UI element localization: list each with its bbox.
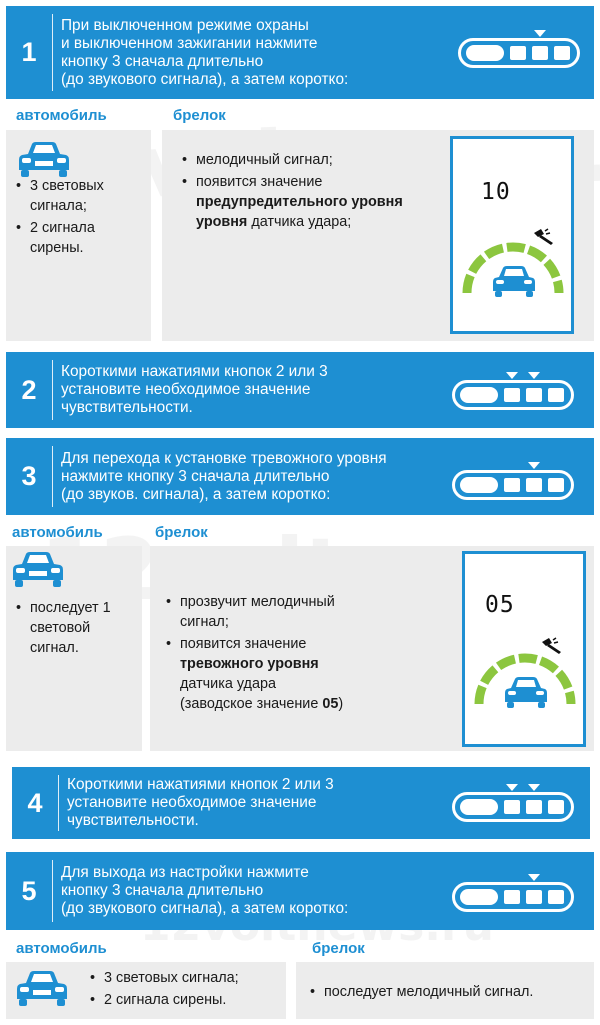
list-item: последует мелодичный сигнал.: [310, 982, 588, 1002]
fob-signals-list: мелодичный сигнал; появится значениепред…: [182, 150, 427, 234]
car-signals-list: 3 световых сигнала; 2 сигнала сирены.: [16, 176, 146, 260]
car-icon: [19, 142, 69, 177]
car-shock-zone-icon: [462, 242, 564, 297]
remote-key-fob-icon: [452, 462, 574, 502]
step-2: 2 Короткими нажатиями кнопок 2 или 3 уст…: [6, 352, 594, 428]
step-text: Короткими нажатиями кнопок 2 или 3 устан…: [67, 776, 334, 829]
step-number: 1: [21, 37, 37, 67]
car-signals-list: последует 1 световой сигнал.: [16, 598, 126, 660]
fob-label: брелок: [312, 940, 365, 957]
list-item: 3 световых сигнала;: [90, 968, 280, 988]
fob-display: 05: [462, 551, 586, 747]
list-item: мелодичный сигнал;: [182, 150, 427, 170]
display-value: 05: [485, 592, 515, 618]
step-3: 3 Для перехода к установке тревожного ур…: [6, 438, 594, 515]
car-signals-list: 3 световых сигнала; 2 сигнала сирены.: [90, 968, 280, 1012]
car-icon: [17, 971, 67, 1006]
shock-hammer-icon: [534, 228, 553, 245]
list-item: 3 световых сигнала;: [16, 176, 146, 216]
remote-key-fob-icon: [452, 874, 574, 914]
remote-key-fob-icon: [452, 372, 574, 412]
car-icon: [13, 552, 63, 587]
list-item: прозвучит мелодичный сигнал;: [166, 592, 346, 632]
fob-display: 10: [450, 136, 574, 334]
list-item: последует 1 световой сигнал.: [16, 598, 126, 658]
fob-signals-list: прозвучит мелодичный сигнал; появится зн…: [166, 592, 426, 716]
fob-signals-list: последует мелодичный сигнал.: [310, 982, 588, 1004]
shock-hammer-icon: [542, 637, 561, 654]
display-value: 10: [481, 179, 511, 205]
step-number: 4: [27, 787, 43, 818]
step-number: 2: [21, 374, 37, 405]
list-item: 2 сигнала сирены.: [90, 990, 280, 1010]
list-item: 2 сигнала сирены.: [16, 218, 146, 258]
step-text: При выключенном режиме охраны и выключен…: [61, 16, 349, 88]
remote-key-fob-icon: [458, 30, 580, 70]
step-5: 5 Для выхода из настройки нажмите кнопку…: [6, 852, 594, 930]
step-number: 5: [21, 875, 37, 906]
step-number: 3: [21, 461, 37, 491]
remote-key-fob-icon: [452, 784, 574, 824]
step-text: Для перехода к установке тревожного уров…: [61, 449, 387, 503]
step-text: Для выхода из настройки нажмите кнопку 3…: [61, 864, 349, 917]
car-label: автомобиль: [12, 524, 103, 541]
car-label: автомобиль: [16, 107, 107, 124]
car-shock-zone-icon: [474, 653, 576, 708]
fob-label: брелок: [155, 524, 208, 541]
step-text: Короткими нажатиями кнопок 2 или 3 устан…: [61, 363, 328, 416]
car-label: автомобиль: [16, 940, 107, 957]
fob-label: брелок: [173, 107, 226, 124]
